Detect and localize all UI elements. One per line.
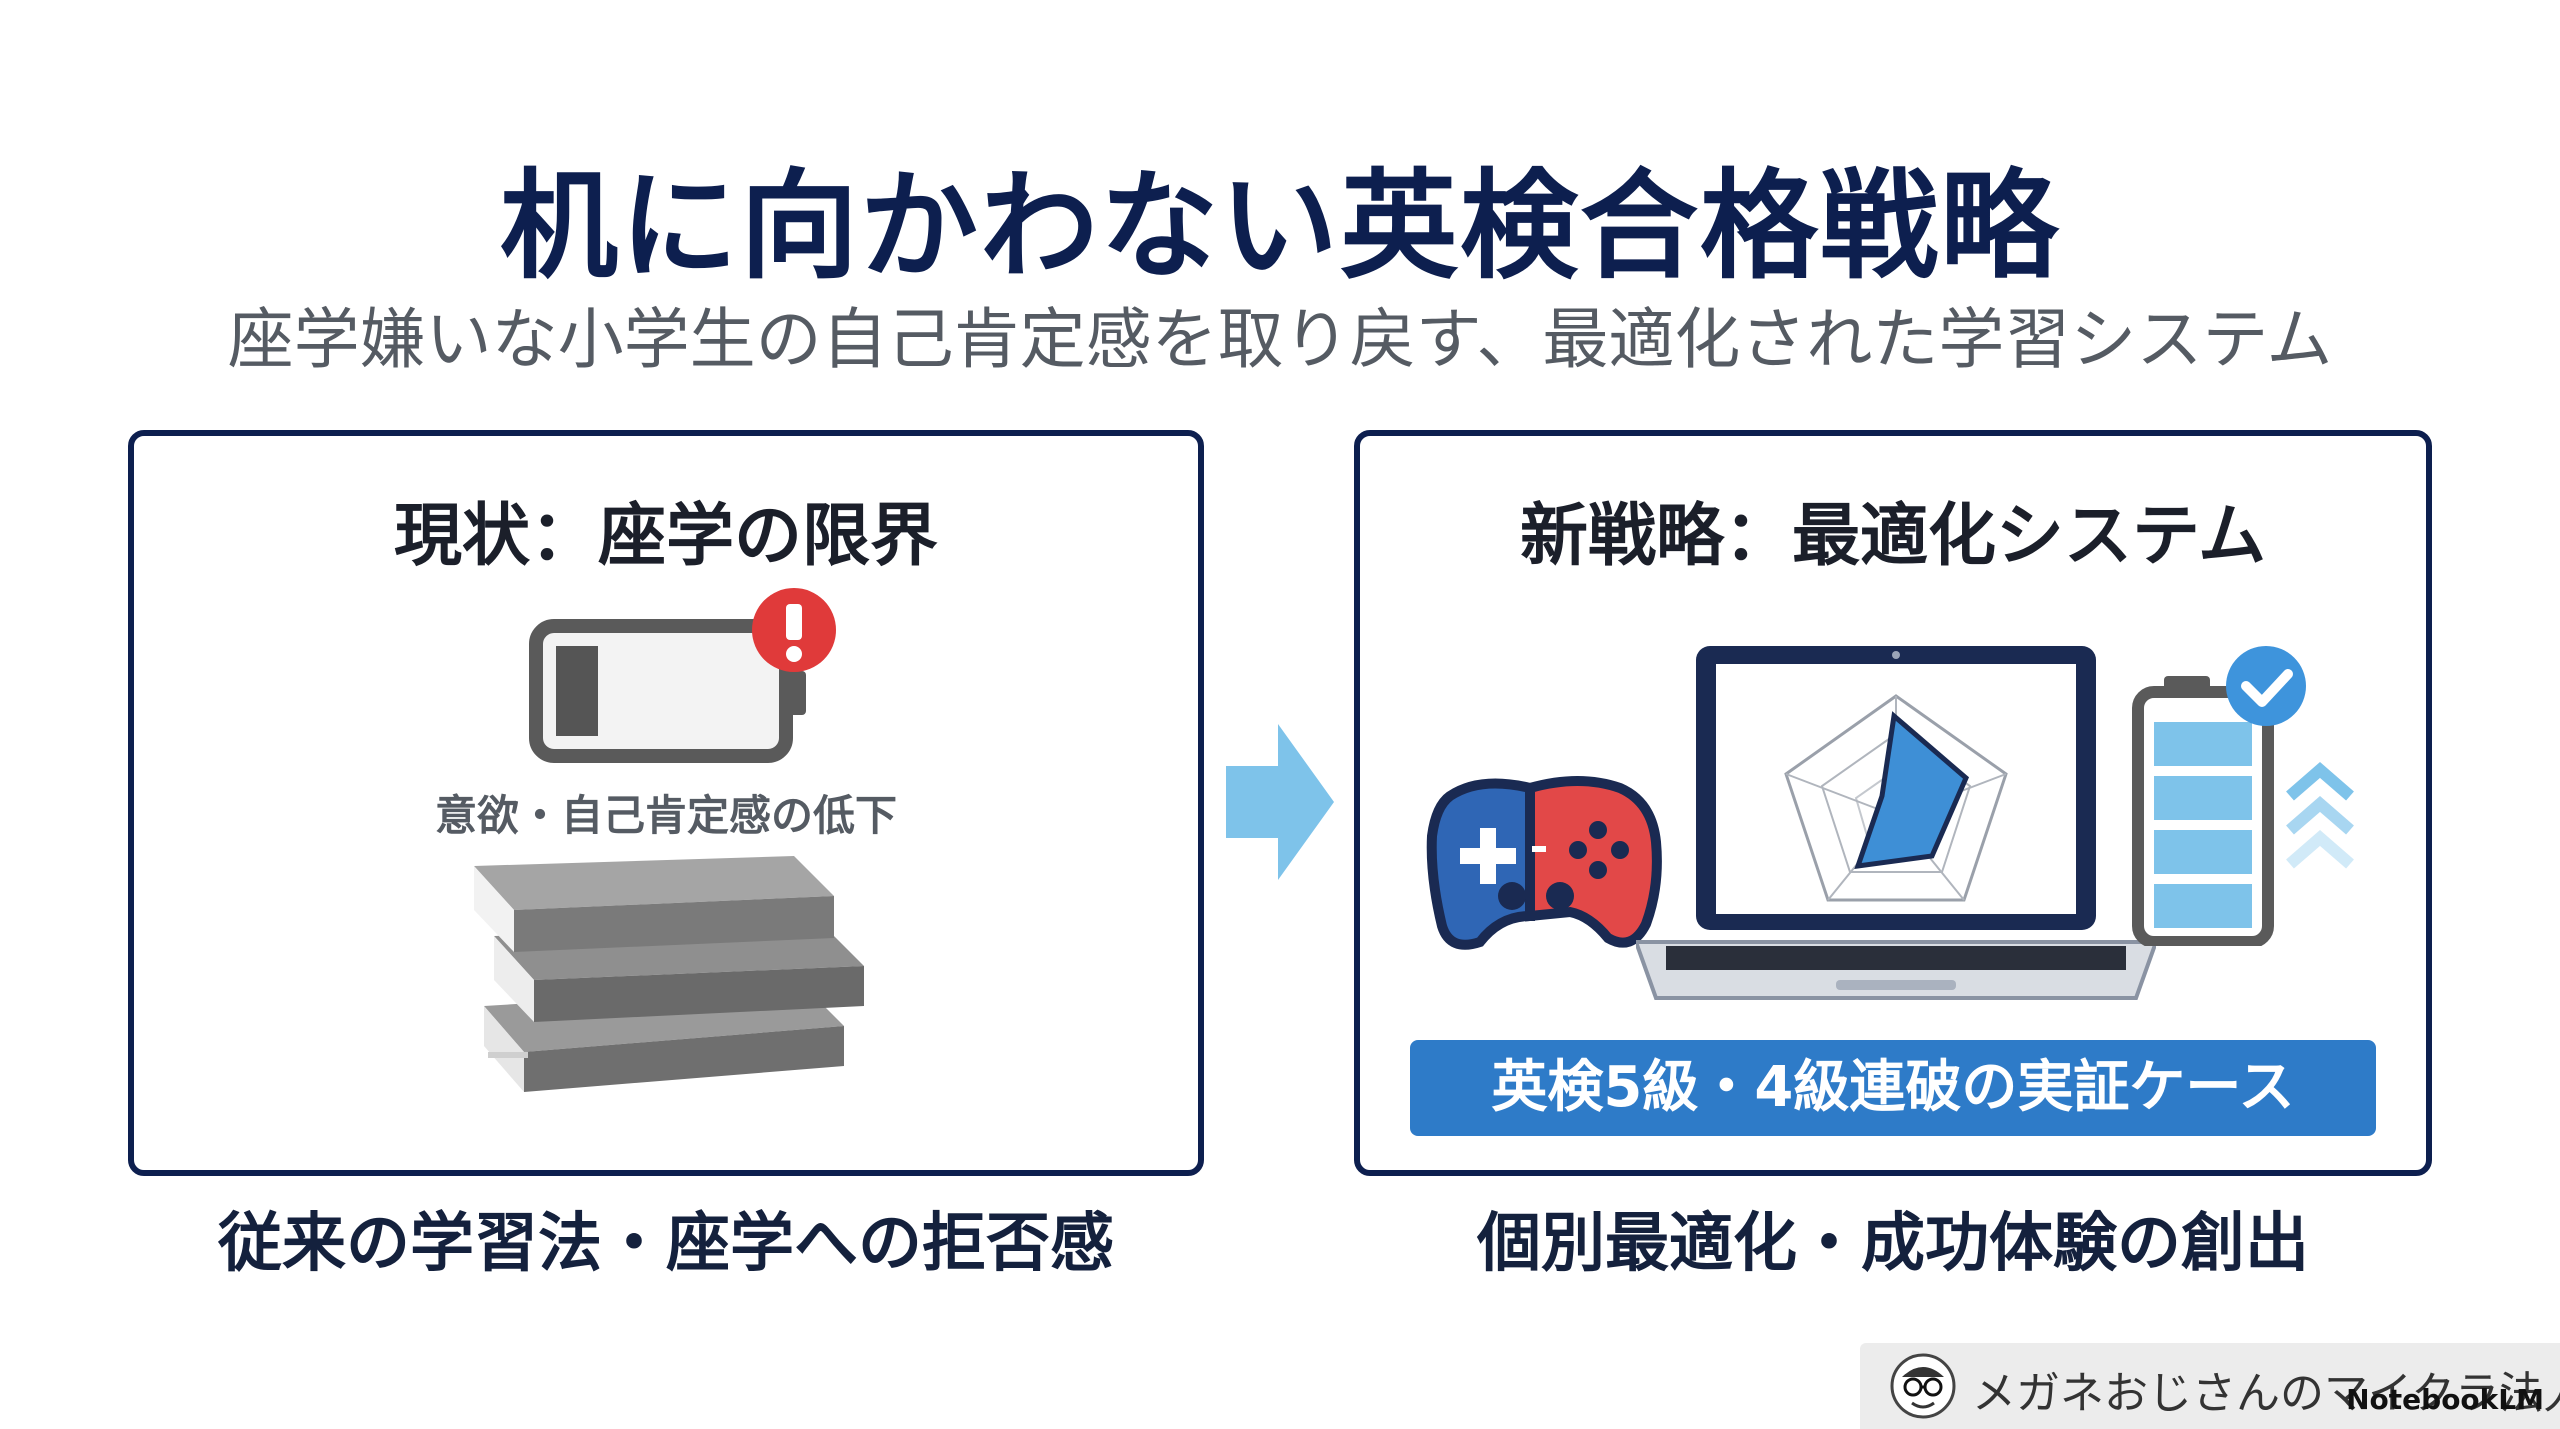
- new-strategy-caption: 個別最適化・成功体験の創出: [1477, 1207, 2309, 1281]
- glasses-avatar-icon: [1890, 1353, 1956, 1419]
- current-state-caption: 従来の学習法・座学への拒否感: [218, 1207, 1114, 1281]
- page-title: 机に向かわない英検合格戦略: [499, 157, 2060, 295]
- case-study-banner: 英検5級・4級連破の実証ケース: [1410, 1040, 2376, 1136]
- full-battery-check-icon: [2132, 646, 2354, 946]
- current-state-heading: 現状：座学の限界: [393, 497, 938, 576]
- new-strategy-panel: 新戦略：最適化システム: [1354, 430, 2432, 1176]
- new-strategy-heading: 新戦略：最適化システム: [1520, 497, 2266, 576]
- battery-status-label: 意欲・自己肯定感の低下: [434, 791, 897, 840]
- low-battery-alert-icon: [529, 588, 836, 763]
- book-stack-icon: [474, 856, 864, 1092]
- arrow-right-icon: [1226, 724, 1334, 880]
- channel-badge: メガネおじさんのマイクラ法人 NotebookLM: [1860, 1343, 2560, 1429]
- current-state-panel: 現状：座学の限界 意欲・自己肯定感の低下: [128, 430, 1204, 1176]
- page-subtitle: 座学嫌いな小学生の自己肯定感を取り戻す、最適化された学習システム: [227, 301, 2333, 378]
- channel-name: メガネおじさんのマイクラ法人: [1972, 1368, 2560, 1419]
- notebooklm-logo: NotebookLM: [2346, 1383, 2544, 1416]
- laptop-radar-chart-icon: [1636, 646, 2156, 1000]
- gamepad-icon: [1426, 776, 1662, 950]
